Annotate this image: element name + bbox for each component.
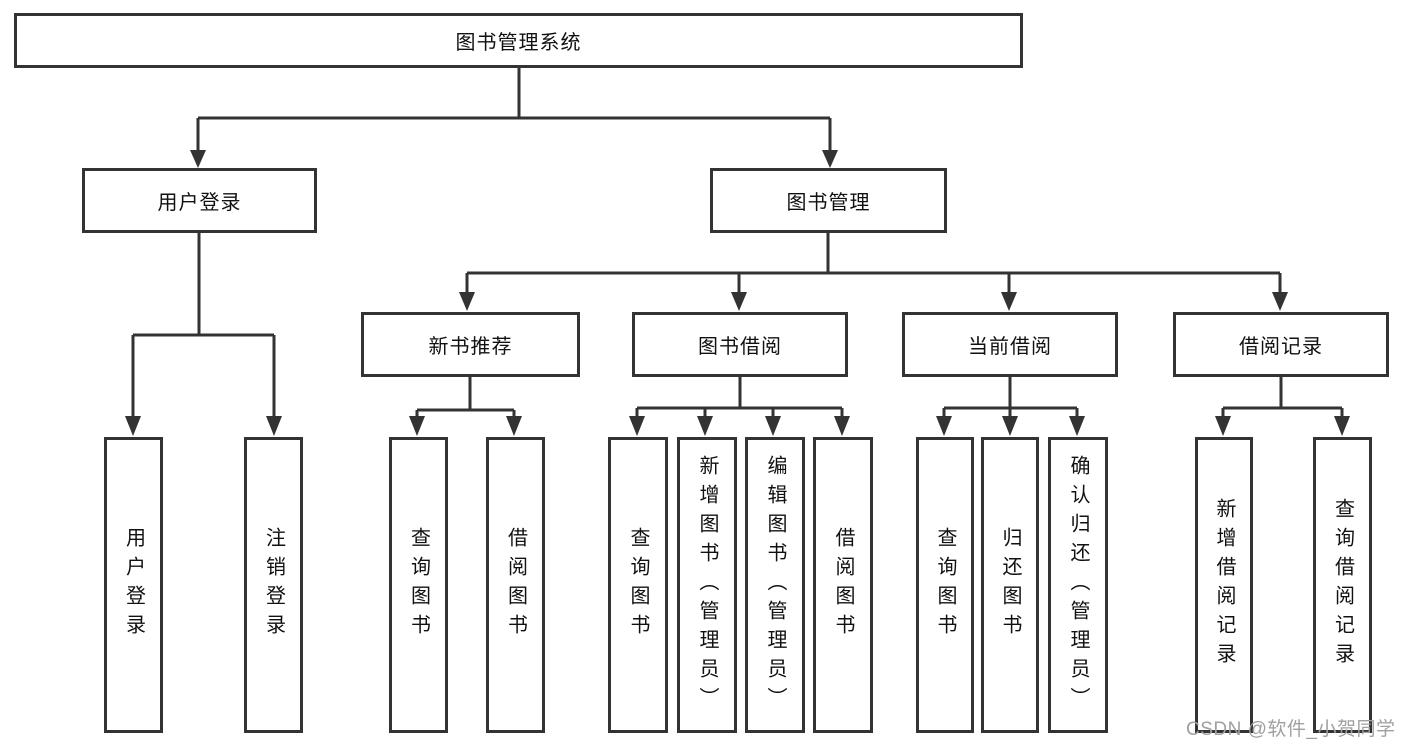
leaf-logout: 注销登录 [244, 437, 303, 733]
leaf-records-query-borrow-record: 查询借阅记录 [1313, 437, 1372, 733]
node-new-book-recommend: 新书推荐 [361, 312, 580, 377]
leaf-current-query-books: 查询图书 [916, 437, 974, 733]
arrowhead-icons [125, 150, 1350, 436]
leaf-borrowing-borrow-books: 借阅图书 [813, 437, 873, 733]
leaf-records-add-borrow-record: 新增借阅记录 [1195, 437, 1253, 733]
leaf-current-return-books: 归还图书 [981, 437, 1039, 733]
leaf-borrowing-query-books: 查询图书 [608, 437, 668, 733]
node-library-management-system: 图书管理系统 [14, 13, 1023, 68]
leaf-borrowing-edit-books-admin: 编辑图书（管理员） [745, 437, 805, 733]
node-book-borrowing: 图书借阅 [632, 312, 848, 377]
leaf-current-confirm-return-admin: 确认归还（管理员） [1048, 437, 1108, 733]
node-current-borrowing: 当前借阅 [902, 312, 1118, 377]
leaf-newbook-borrow-books: 借阅图书 [486, 437, 545, 733]
leaf-borrowing-add-books-admin: 新增图书（管理员） [677, 437, 737, 733]
leaf-user-login: 用户登录 [104, 437, 163, 733]
node-borrowing-records: 借阅记录 [1173, 312, 1389, 377]
node-book-management: 图书管理 [710, 168, 947, 233]
csdn-watermark: CSDN @软件_小贺同学 [1186, 719, 1396, 740]
node-user-login: 用户登录 [82, 168, 317, 233]
leaf-newbook-query-books: 查询图书 [389, 437, 448, 733]
